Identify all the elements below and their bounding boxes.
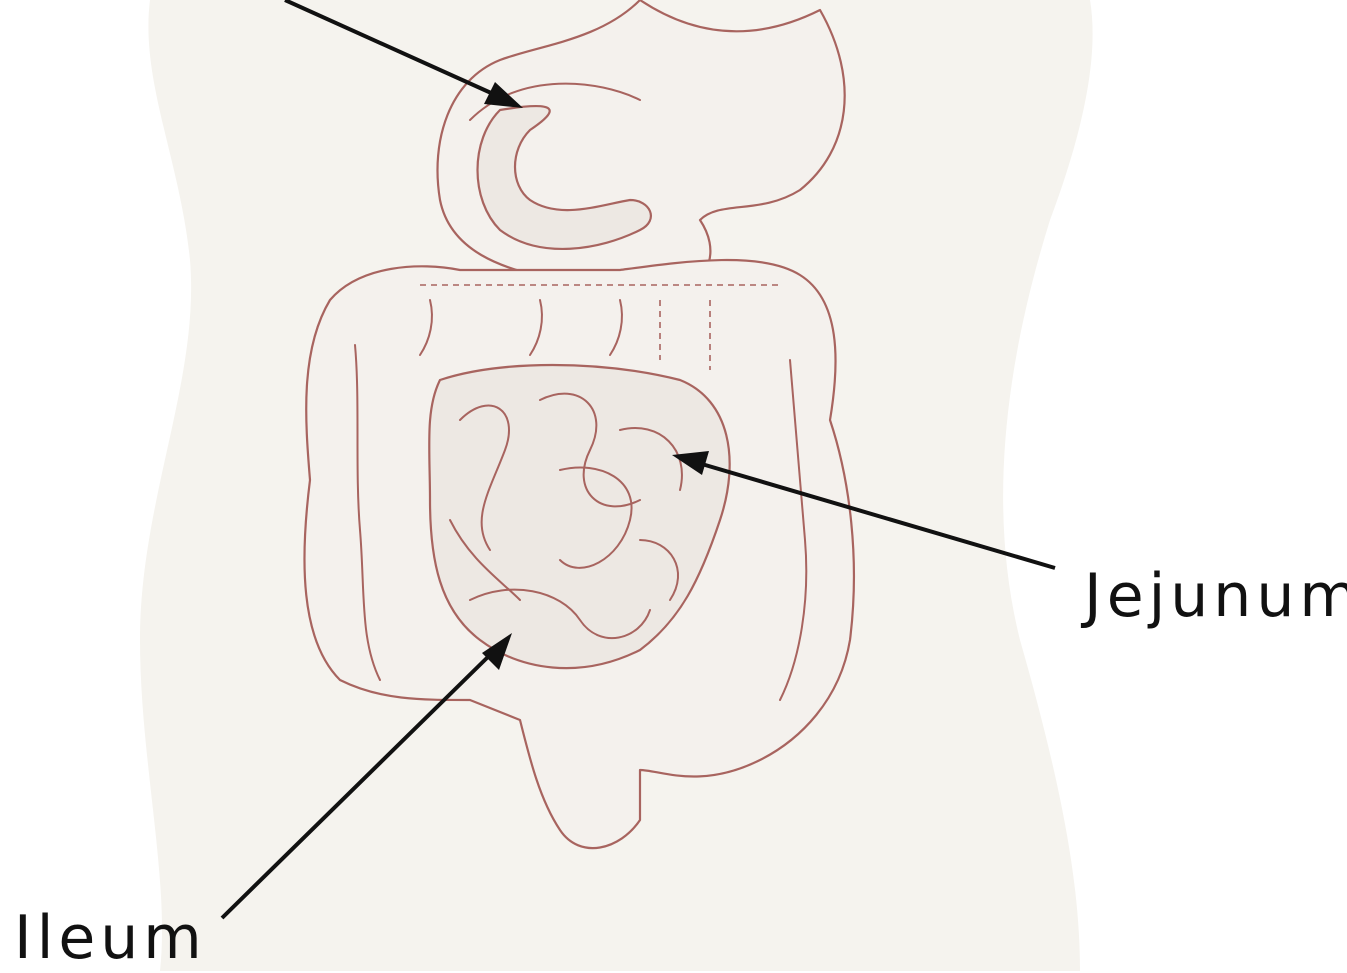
- label-jejunum: Jejunum: [1084, 566, 1347, 626]
- label-ileum: Ileum: [14, 908, 207, 968]
